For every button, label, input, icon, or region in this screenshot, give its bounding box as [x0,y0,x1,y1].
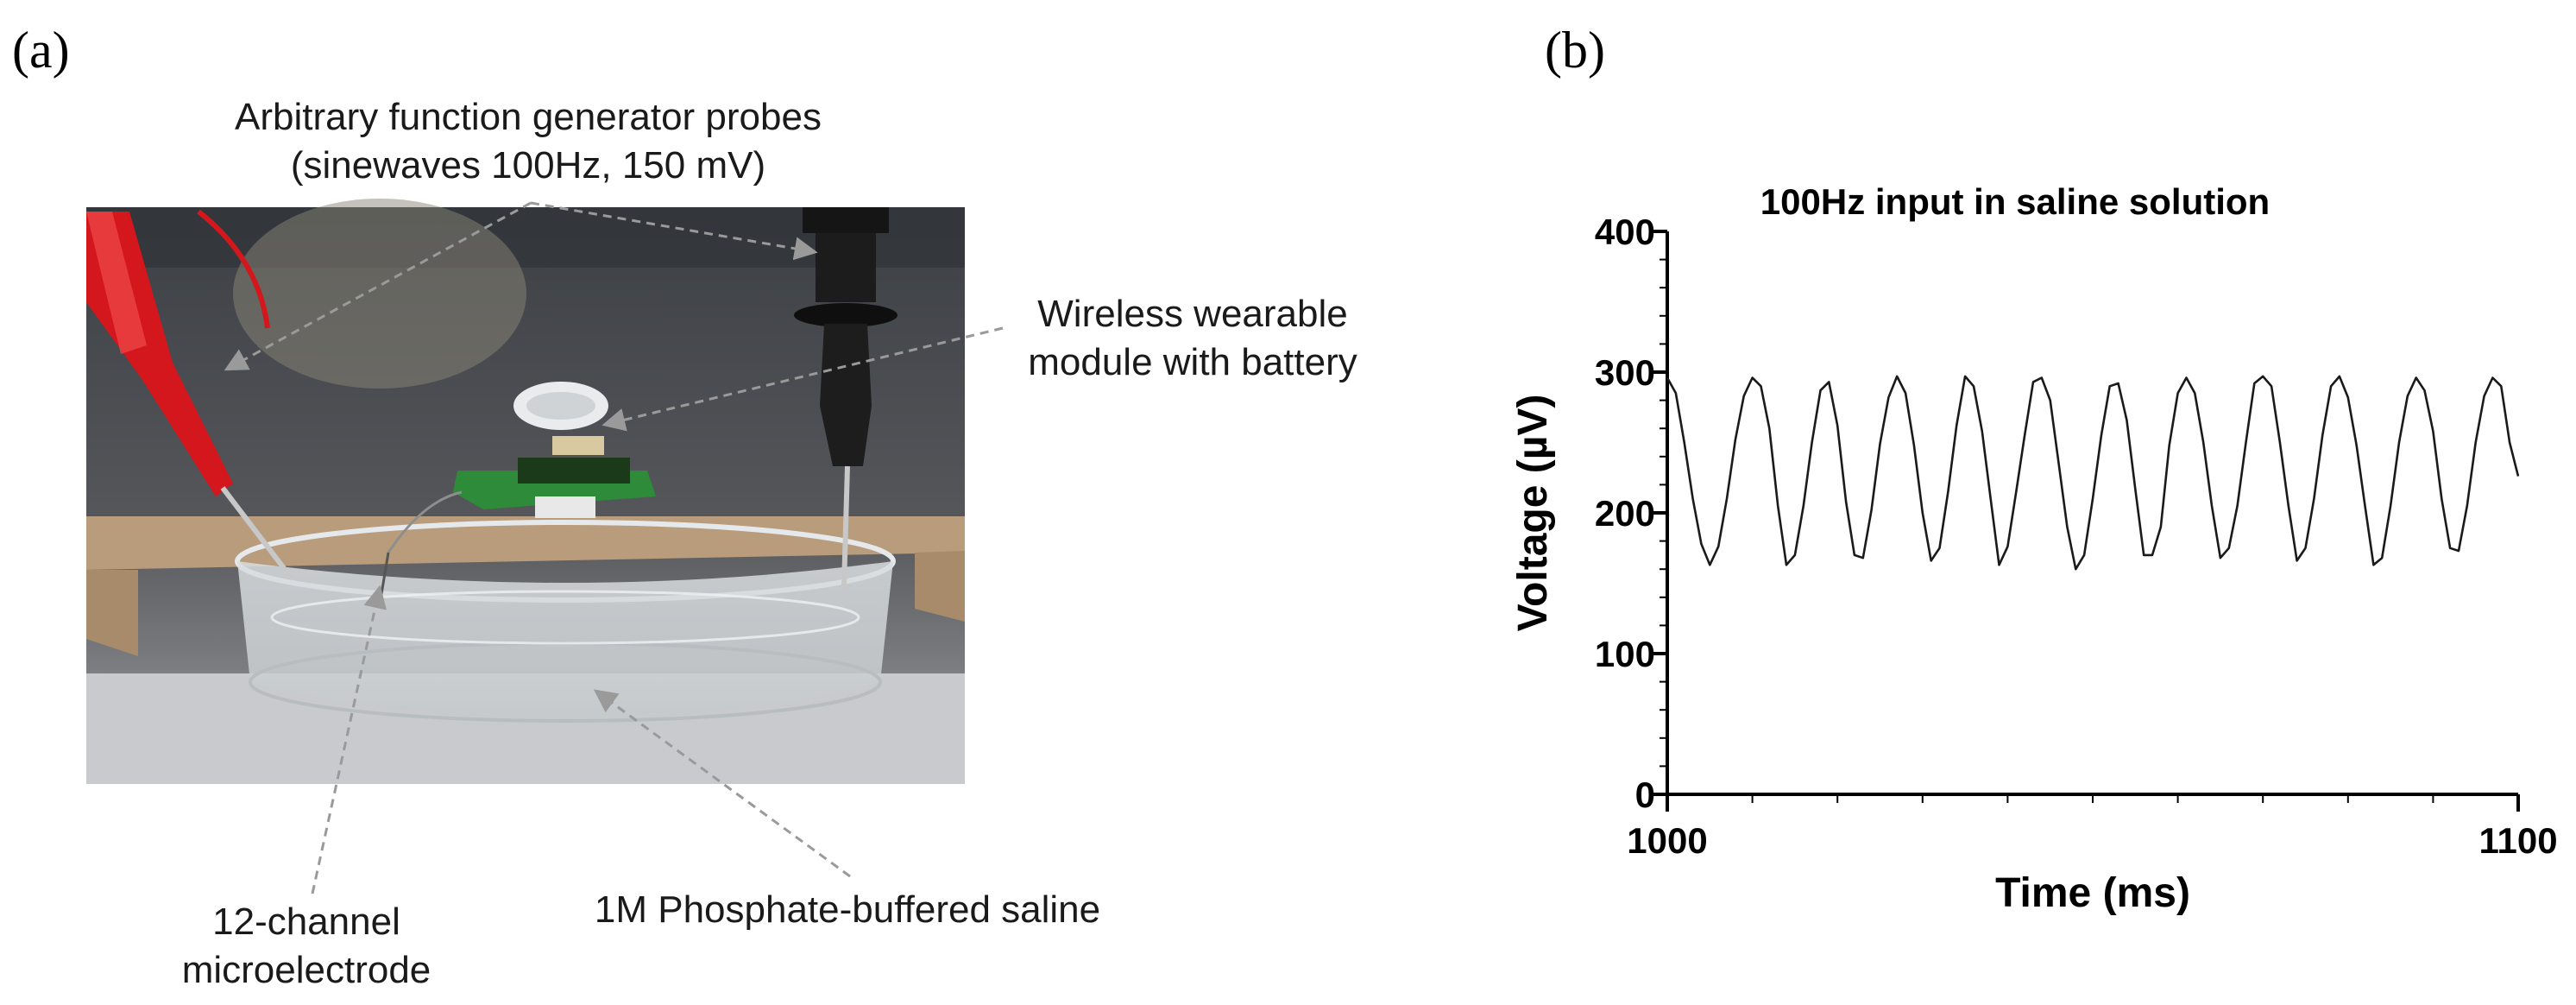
x-axis-label: Time (ms) [1995,870,2190,916]
annotation-module-line1: Wireless wearable [1037,293,1347,335]
arrow-to-saline [593,689,851,878]
chart-title: 100Hz input in saline solution [1760,181,2270,222]
arrow-to-module [601,326,1004,432]
y-tick-label: 400 [1595,212,1655,252]
y-axis-label: Voltage (µV) [1510,395,1556,632]
background-object [233,199,526,389]
annotation-saline: 1M Phosphate-buffered saline [595,888,1100,931]
wireless-module [378,382,656,605]
series-line-voltage [1666,375,2520,571]
photo-annotations: Arbitrary function generator probes (sin… [182,96,1357,991]
annotation-electrode-line1: 12-channel [212,901,400,943]
annotation-electrode-line2: microelectrode [182,949,431,991]
x-tick-label: 1100 [2478,820,2557,861]
x-tick-label: 1000 [1627,820,1707,861]
petri-dish [235,520,896,723]
y-tick-group: 0 100 200 300 400 [1595,212,1667,815]
voltage-chart: 100Hz input in saline solution 0 100 200 30… [1510,181,2558,916]
red-probe [86,209,294,580]
panel-label-a: (a) [12,22,70,79]
y-tick-label: 100 [1595,634,1655,674]
black-probe [794,207,898,588]
panel-label-b: (b) [1545,22,1605,79]
y-tick-label: 0 [1635,774,1655,815]
annotation-probes-line2: (sinewaves 100Hz, 150 mV) [291,144,765,186]
experiment-photo [86,199,965,784]
x-tick-group: 1000 1100 [1627,794,2558,861]
arrow-to-black-probe [530,201,818,261]
y-tick-label: 200 [1595,493,1655,534]
annotation-probes-line1: Arbitrary function generator probes [235,96,822,138]
y-tick-label: 300 [1595,352,1655,393]
annotation-arrows [224,201,1004,894]
annotation-module-line2: module with battery [1028,341,1357,383]
arrow-to-electrode [311,585,387,894]
